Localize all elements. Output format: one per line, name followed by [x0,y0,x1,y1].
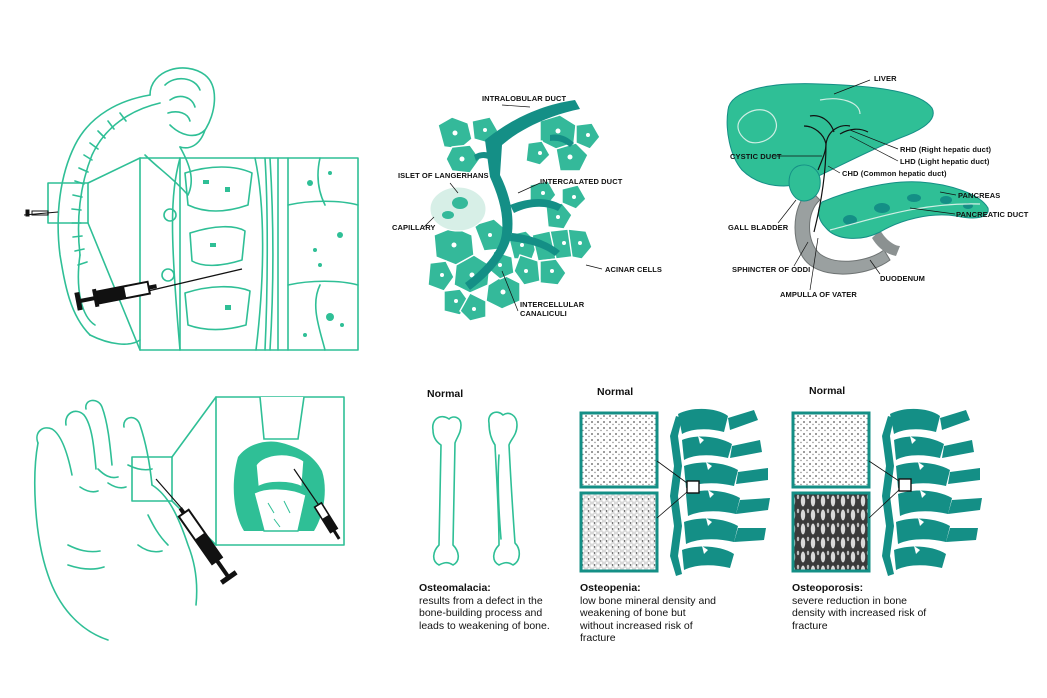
osteoporosis-line-1: severe reduction in bone [792,595,972,608]
label-intercalated-duct: INTERCALATED DUCT [540,177,622,186]
label-rhd: RHD (Right hepatic duct) [900,145,991,154]
label-islet-of-langerhans: ISLET OF LANGERHANS [398,171,489,180]
femur-drawing [425,405,535,575]
label-pancreas: PANCREAS [958,191,1000,200]
osteoporosis-drawing [790,396,990,581]
osteopenia-caption: Osteopenia: low bone mineral density and… [580,582,760,645]
label-sphincter-of-oddi: SPHINCTER OF ODDI [732,265,810,274]
osteoporosis-illustration [790,396,990,581]
label-canaliculi: CANALICULI [520,309,567,318]
hand-figure [28,395,353,645]
label-lhd: LHD (Light hepatic duct) [900,157,989,166]
osteopenia-illustration [578,396,778,581]
osteopenia-line-3: without increased risk of [580,620,760,633]
label-pancreatic-duct: PANCREATIC DUCT [956,210,1028,219]
label-acinar-cells: ACINAR CELLS [605,265,662,274]
osteopenia-title: Osteopenia: [580,582,760,595]
label-intralobular-duct: INTRALOBULAR DUCT [482,94,566,103]
label-intercellular: INTERCELLULAR [520,300,584,309]
osteomalacia-caption: Osteomalacia: results from a defect in t… [419,582,579,632]
osteomalacia-bones [425,405,535,575]
osteoporosis-line-3: fracture [792,620,972,633]
label-chd: CHD (Common hepatic duct) [842,169,947,178]
acinar-drawing [390,85,650,325]
hand-joint-injection-illustration [28,395,353,645]
osteoporosis-caption: Osteoporosis: severe reduction in bone d… [792,582,972,632]
label-ampulla-of-vater: AMPULLA OF VATER [780,290,857,299]
osteomalacia-normal-header: Normal [427,388,463,400]
osteomalacia-line-3: leads to weakening of bone. [419,620,579,633]
label-cystic-duct: CYSTIC DUCT [730,152,782,161]
osteopenia-line-1: low bone mineral density and [580,595,760,608]
pancreas-acinar-diagram: INTRALOBULAR DUCT ISLET OF LANGERHANS IN… [390,85,650,325]
osteomalacia-title: Osteomalacia: [419,582,579,595]
syringe-icon-small [24,210,58,216]
osteomalacia-line-1: results from a defect in the [419,595,579,608]
osteopenia-line-2: weakening of bone but [580,607,760,620]
liver-drawing [710,70,1030,310]
spine-injection-illustration [20,55,370,360]
osteopenia-line-4: fracture [580,632,760,645]
label-gall-bladder: GALL BLADDER [728,223,788,232]
liver-pancreas-diagram: LIVER RHD (Right hepatic duct) LHD (Ligh… [710,70,1030,310]
label-capillary: CAPILLARY [392,223,436,232]
label-liver: LIVER [874,74,897,83]
spine-figure [20,55,370,360]
osteoporosis-title: Osteoporosis: [792,582,972,595]
label-duodenum: DUODENUM [880,274,925,283]
osteopenia-drawing [578,396,778,581]
syringe-icon-hand [156,479,238,585]
osteomalacia-line-2: bone-building process and [419,607,579,620]
syringe-icon-large [74,269,242,311]
osteoporosis-line-2: density with increased risk of [792,607,972,620]
